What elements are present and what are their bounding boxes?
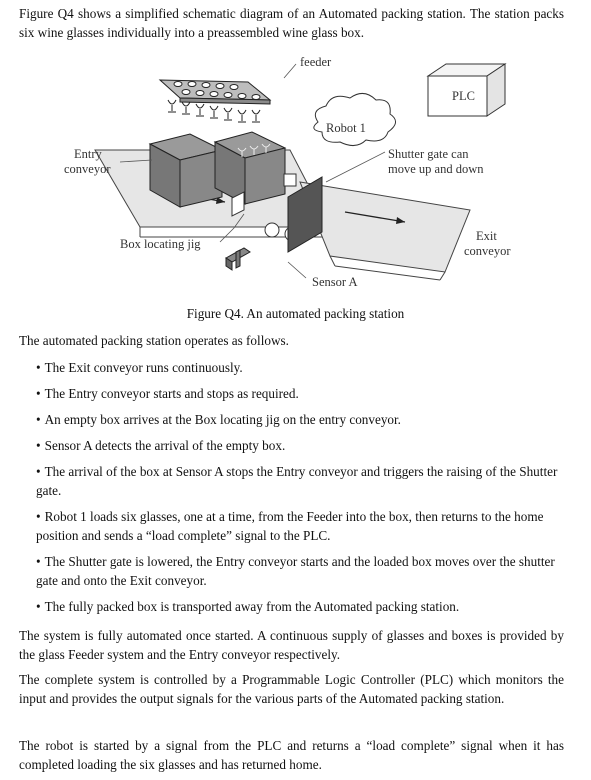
list-item: •The Entry conveyor starts and stops as …: [36, 386, 299, 401]
paragraph-automation: The system is fully automated once start…: [19, 628, 564, 662]
shutter-gate: [287, 176, 323, 253]
label-entry-line1: Entry: [74, 147, 103, 161]
list-item: •An empty box arrives at the Box locatin…: [36, 412, 401, 427]
robot-cloud: [313, 93, 396, 146]
sensor-leader: [287, 261, 307, 279]
empty-box: [179, 149, 223, 208]
list-item: •Robot 1 loads six glasses, one at a tim…: [36, 509, 544, 543]
label-shutter-line1: Shutter gate can: [388, 147, 469, 161]
glasses-in-box: [237, 143, 271, 157]
list-item: •The fully packed box is transported awa…: [36, 599, 460, 614]
label-sensor: Sensor A: [312, 275, 358, 289]
label-exit-line2: conveyor: [464, 244, 511, 258]
intro-paragraph: Figure Q4 shows a simplified schematic d…: [19, 6, 564, 40]
label-plc: PLC: [452, 89, 475, 103]
label-shutter-line2: move up and down: [388, 162, 484, 176]
operation-intro: The automated packing station operates a…: [19, 333, 289, 348]
entry-leader: [119, 159, 153, 163]
packing-station-figure: feeder PLC Robot 1 Entry conveyor Shutte…: [0, 52, 591, 302]
label-feeder: feeder: [300, 55, 332, 69]
list-item: •The arrival of the box at Sensor A stop…: [36, 464, 558, 498]
paragraph-robot: The robot is started by a signal from th…: [19, 738, 564, 772]
label-exit-line1: Exit: [476, 229, 497, 243]
plc-box: [426, 63, 507, 117]
operation-steps-list: •The Exit conveyor runs continuously. •T…: [36, 358, 564, 623]
list-item: •The Exit conveyor runs continuously.: [36, 360, 243, 375]
jig-plate: [231, 191, 245, 217]
schematic-diagram: feeder PLC Robot 1 Entry conveyor Shutte…: [64, 55, 511, 289]
list-item: •Sensor A detects the arrival of the emp…: [36, 438, 286, 453]
box-locating-jig: [225, 247, 251, 271]
feeder: [158, 79, 272, 123]
sensor-a-block: [283, 173, 297, 187]
loaded-box: [244, 147, 286, 205]
paragraph-plc: The complete system is controlled by a P…: [19, 672, 564, 706]
feeder-leader: [283, 63, 297, 79]
roller-left: [264, 222, 280, 238]
label-robot: Robot 1: [326, 121, 366, 135]
label-entry-line2: conveyor: [64, 162, 111, 176]
label-jig: Box locating jig: [120, 237, 201, 251]
exit-direction-arrow: [344, 211, 406, 223]
shutter-leader: [325, 151, 386, 183]
list-item: •The Shutter gate is lowered, the Entry …: [36, 554, 555, 588]
jig-leader: [219, 213, 245, 243]
exit-conveyor-belt: [299, 181, 471, 273]
figure-caption: Figure Q4. An automated packing station: [186, 306, 405, 321]
